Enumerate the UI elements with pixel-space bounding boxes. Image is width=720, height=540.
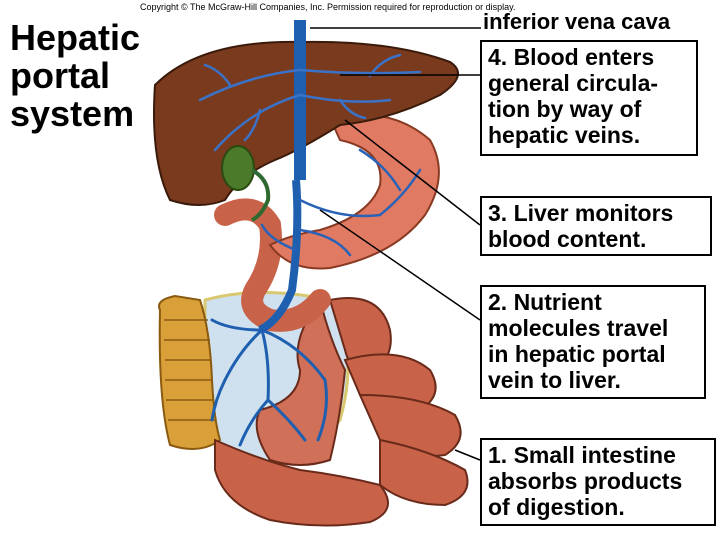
step-3-box: 3. Liver monitors blood content. [480,196,712,256]
stomach [268,113,440,270]
gallbladder [221,145,255,191]
step-4-box: 4. Blood enters general circula- tion by… [480,40,698,156]
copyright-notice: Copyright © The McGraw-Hill Companies, I… [140,2,516,12]
inferior-vena-cava-label: inferior vena cava [483,9,671,34]
step-4-line-1: 4. Blood enters [488,44,655,70]
step-2-line-4: vein to liver. [488,367,621,393]
step-4-line-4: hepatic veins. [488,122,641,148]
step-1-line-1: 1. Small intestine [488,442,676,468]
step-2-line-2: molecules travel [488,315,669,341]
leader-lines [310,27,481,461]
title-line-1: Hepatic [10,17,141,58]
small-intestine [214,297,469,527]
step-3-line-2: blood content. [488,226,647,252]
step-3-line-1: 3. Liver monitors [488,200,674,226]
step-1-box: 1. Small intestine absorbs products of d… [480,438,716,526]
step-1-line-3: of digestion. [488,494,625,520]
hepatic-veins [198,53,422,152]
step-4-line-2: general circula- [488,70,659,96]
step-4-line-3: tion by way of [488,96,642,122]
mesenteric-veins [210,318,328,447]
colon [158,294,222,450]
step-2-box: 2. Nutrient molecules travel in hepatic … [480,285,706,399]
hepatic-portal-vein [258,179,302,334]
step-2-line-3: in hepatic portal [488,341,666,367]
title-line-3: system [10,93,135,134]
step-2-line-1: 2. Nutrient [488,289,602,315]
title-line-2: portal [10,55,111,96]
step-1-line-2: absorbs products [488,468,683,494]
